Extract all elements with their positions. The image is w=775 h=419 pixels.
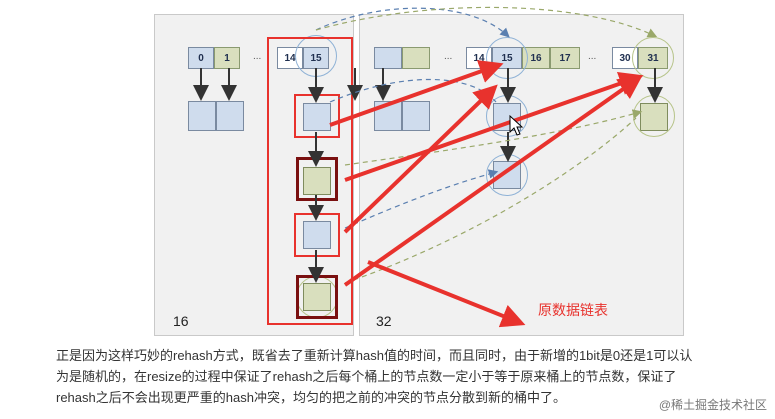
new-bucket-1 [402,47,430,69]
new-bucket-ellipsis: ... [444,51,453,62]
original-list-annotation: 原数据链表 [538,302,608,318]
new-bucket-15-ring [486,37,528,79]
chain-node-3-highlight [294,213,340,257]
watermark: @稀土掘金技术社区 [658,398,767,412]
chain-node-2 [303,167,331,195]
chain-node-3 [303,221,331,249]
bucket-0: 0 [188,47,214,69]
node-bucket-1 [216,101,244,131]
chain-node-1-highlight [294,94,340,138]
chain-node-4-highlight [296,275,338,319]
caption-line-2: 为是随机的，在resize的过程中保证了rehash之后每个桶上的节点数一定小于… [56,369,677,384]
chain-node-2-highlight [296,157,338,201]
new-bucket-0 [374,47,402,69]
node-bucket-0 [188,101,216,131]
bucket-ellipsis: ... [253,51,262,62]
new-bucket-ellipsis-2: ... [588,51,597,62]
new-table-size-label: 32 [376,313,392,329]
new-bucket-17: 17 [550,47,580,69]
new-chain-31-node-1-ring [633,95,675,137]
old-table-panel: 0 1 ... 14 15 16 [154,14,354,336]
new-chain-15-node-2-ring [486,154,528,196]
caption-text: 正是因为这样巧妙的rehash方式，既省去了重新计算hash值的时间，而且同时，… [56,345,774,408]
chain-node-1 [303,103,331,131]
bucket-1: 1 [214,47,240,69]
new-table-panel: ... 14 15 16 17 ... 30 31 32 [359,14,684,336]
caption-line-1: 正是因为这样巧妙的rehash方式，既省去了重新计算hash值的时间，而且同时，… [56,348,693,363]
caption-line-3: rehash之后不会出现更严重的hash冲突，均匀的把之前的冲突的节点分散到新的… [56,390,566,405]
new-node-1 [402,101,430,131]
rehash-diagram: 0 1 ... 14 15 16 ... 14 15 16 17 ... 30 [154,14,684,336]
new-chain-15-node-1-ring [486,95,528,137]
new-bucket-31-ring [632,37,674,79]
new-node-0 [374,101,402,131]
old-table-size-label: 16 [173,313,189,329]
